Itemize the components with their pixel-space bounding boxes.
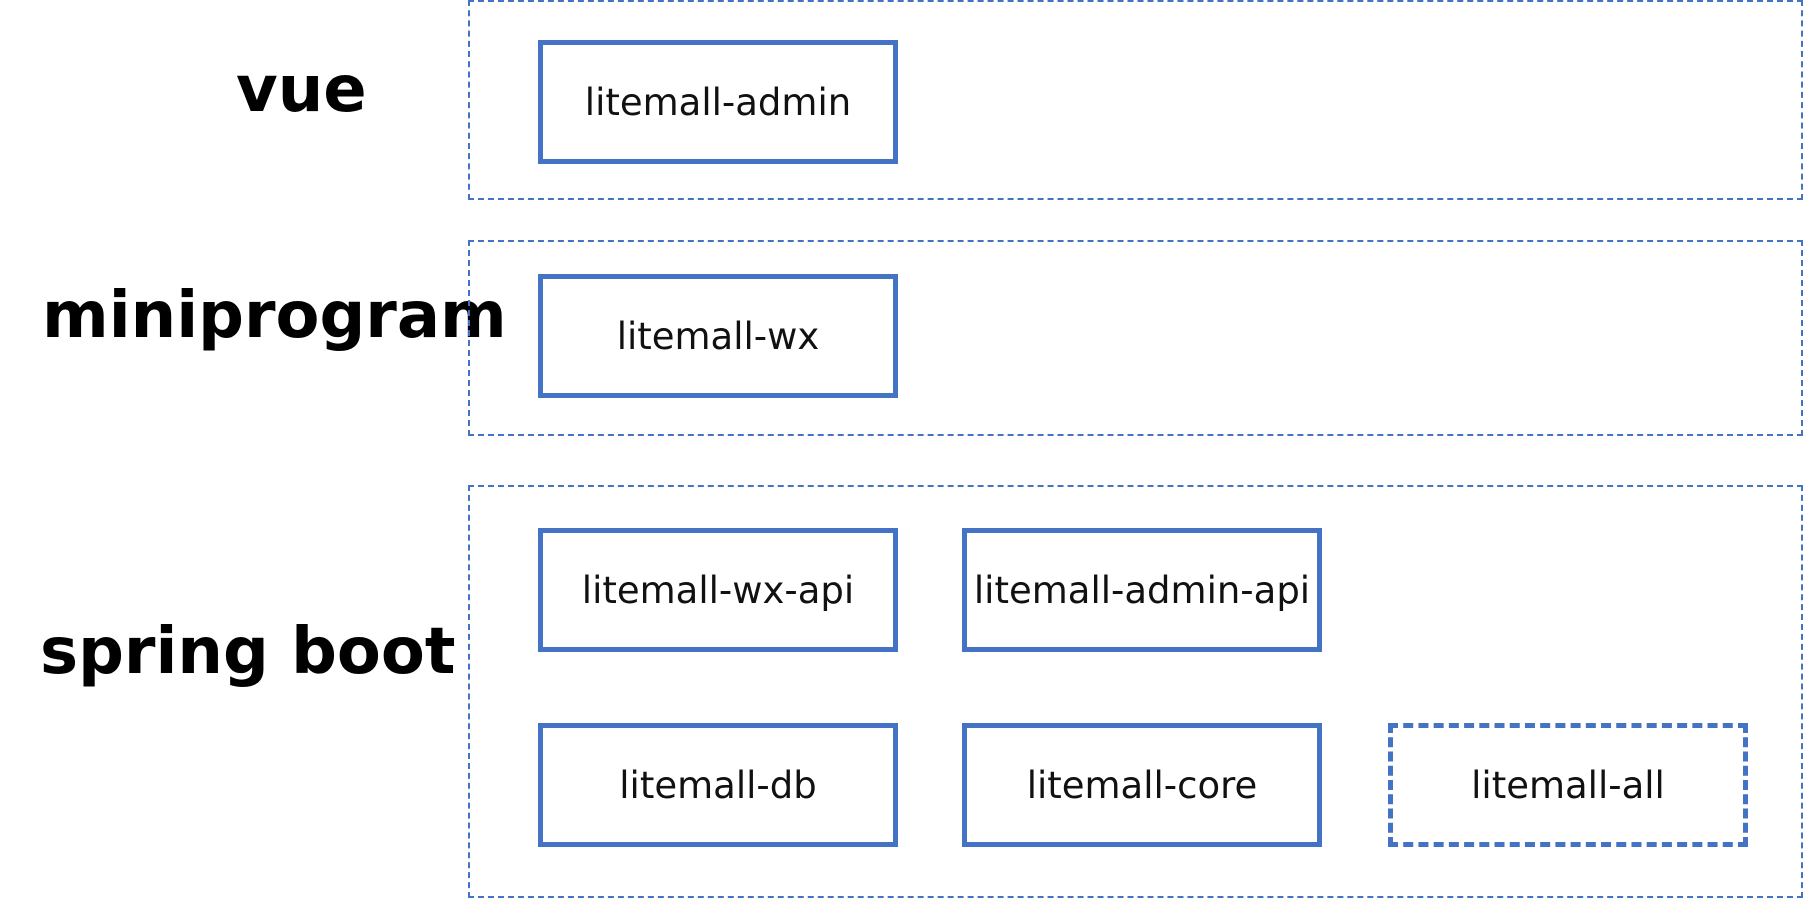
layer-label-vue: vue bbox=[236, 53, 367, 127]
module-litemall-core: litemall-core bbox=[962, 723, 1322, 847]
module-litemall-admin-api: litemall-admin-api bbox=[962, 528, 1322, 652]
layer-group-spring-boot: litemall-wx-api litemall-admin-api litem… bbox=[468, 485, 1803, 898]
module-litemall-all: litemall-all bbox=[1388, 723, 1748, 847]
layer-group-vue: litemall-admin bbox=[468, 0, 1803, 200]
layer-label-spring-boot: spring boot bbox=[40, 615, 456, 689]
layer-group-miniprogram: litemall-wx bbox=[468, 240, 1803, 436]
module-litemall-wx: litemall-wx bbox=[538, 274, 898, 398]
module-litemall-admin: litemall-admin bbox=[538, 40, 898, 164]
layer-label-miniprogram: miniprogram bbox=[42, 279, 507, 353]
module-litemall-wx-api: litemall-wx-api bbox=[538, 528, 898, 652]
module-litemall-db: litemall-db bbox=[538, 723, 898, 847]
